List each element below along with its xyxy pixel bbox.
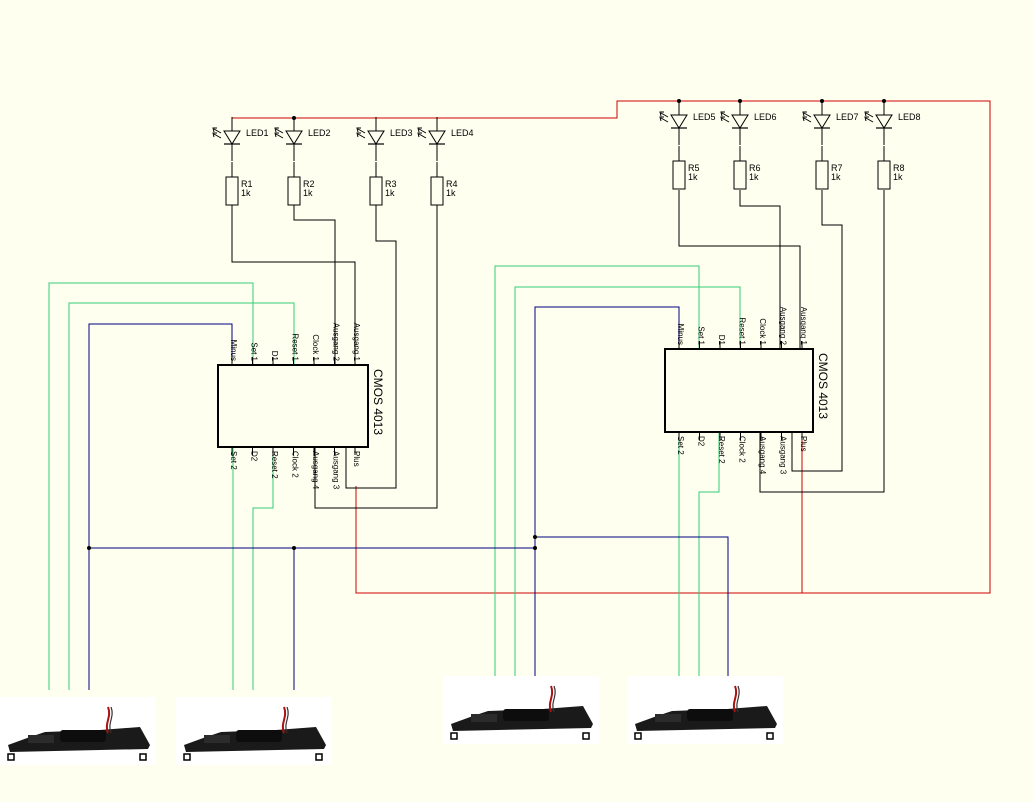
led-label: LED7 (836, 112, 859, 122)
led-label: LED8 (898, 112, 921, 122)
resistor-value: 1k (688, 172, 698, 182)
pin-label: Plus (352, 451, 361, 467)
pin-label: Set 1 (250, 342, 259, 361)
pin-label: Ausgang 1 (799, 307, 808, 346)
ground-wires-blue (88, 306, 729, 690)
resistor-name: R7 (831, 163, 843, 173)
chip-label: CMOS 4013 (816, 353, 830, 419)
led-label: LED3 (390, 128, 413, 138)
pin-label: D1 (717, 335, 726, 346)
resistor-value: 1k (385, 188, 395, 198)
light-emission-icon (417, 127, 427, 139)
led-label: LED4 (451, 128, 474, 138)
pin-label: Ausgang 3 (332, 451, 341, 490)
pin-label: Clock 2 (291, 451, 300, 478)
led-4: LED4 (417, 117, 474, 161)
led-5: LED5 (659, 101, 716, 145)
pin-label: Set 2 (676, 436, 685, 455)
resistor-name: R6 (749, 163, 761, 173)
pin-label: Ausgang 2 (779, 307, 788, 346)
pin-label: Ausgang 1 (352, 323, 361, 362)
led-label: LED1 (246, 128, 269, 138)
resistor-name: R4 (446, 179, 458, 189)
light-emission-icon (356, 127, 366, 139)
led-3: LED3 (356, 117, 413, 161)
point-motor-drive-icon (627, 676, 783, 744)
point-motor-drive-icon (176, 697, 332, 765)
output-wires (231, 190, 885, 509)
pin-label: Plus (799, 436, 808, 452)
pin-label: Clock 1 (758, 318, 767, 345)
point-motor-drive-icon (0, 697, 156, 765)
light-emission-icon (720, 111, 730, 123)
resistor-value: 1k (303, 188, 313, 198)
pin-label: Minus (676, 324, 685, 345)
pin-label: D1 (270, 351, 279, 362)
led-label: LED2 (308, 128, 331, 138)
light-emission-icon (864, 111, 874, 123)
light-emission-icon (659, 111, 669, 123)
pin-label: Clock 1 (311, 334, 320, 361)
resistor-value: 1k (749, 172, 759, 182)
led-1: LED1 (212, 117, 269, 161)
led-label: LED5 (693, 112, 716, 122)
led-2: LED2 (274, 117, 331, 161)
pin-label: Clock 2 (738, 436, 747, 463)
led-6: LED6 (720, 101, 777, 145)
chip-label: CMOS 4013 (371, 369, 385, 435)
pin-label: Ausgang 2 (332, 323, 341, 362)
pin-label: Reset 1 (738, 317, 747, 345)
led-label: LED6 (754, 112, 777, 122)
pin-label: Reset 2 (270, 451, 279, 479)
pin-label: Minus (229, 340, 238, 361)
resistor-name: R5 (688, 163, 700, 173)
chip-cmos-4013-1: CMOS 4013 Minus Set 1 D1 Reset 1 Clock 1 Ausga… (217, 323, 385, 490)
pin-label: Reset 1 (291, 333, 300, 361)
pin-label: Ausgang 4 (311, 451, 320, 490)
control-wires-green (48, 265, 741, 690)
pin-label: Set 2 (229, 451, 238, 470)
pin-label: Set 1 (697, 326, 706, 345)
resistor-name: R3 (385, 179, 397, 189)
resistor-value: 1k (893, 172, 903, 182)
chip-cmos-4013-2: CMOS 4013 Minus Set 1 D1 Reset 1 Clock 1 Ausga… (664, 307, 830, 475)
resistor-name: R2 (303, 179, 315, 189)
pin-label: D2 (250, 451, 259, 462)
pin-label: Ausgang 4 (758, 436, 767, 475)
led-7: LED7 (802, 101, 859, 145)
resistor-name: R8 (893, 163, 905, 173)
resistor-value: 1k (241, 188, 251, 198)
light-emission-icon (802, 111, 812, 123)
pin-label: D2 (697, 436, 706, 447)
junction-dots (87, 99, 886, 550)
light-emission-icon (212, 127, 222, 139)
light-emission-icon (274, 127, 284, 139)
led-8: LED8 (864, 101, 921, 145)
resistor-value: 1k (446, 188, 456, 198)
point-motor-drive-icon (443, 676, 599, 744)
resistor-name: R1 (241, 179, 253, 189)
resistor-value: 1k (831, 172, 841, 182)
pin-label: Reset 2 (717, 436, 726, 464)
pin-label: Ausgang 3 (779, 436, 788, 475)
